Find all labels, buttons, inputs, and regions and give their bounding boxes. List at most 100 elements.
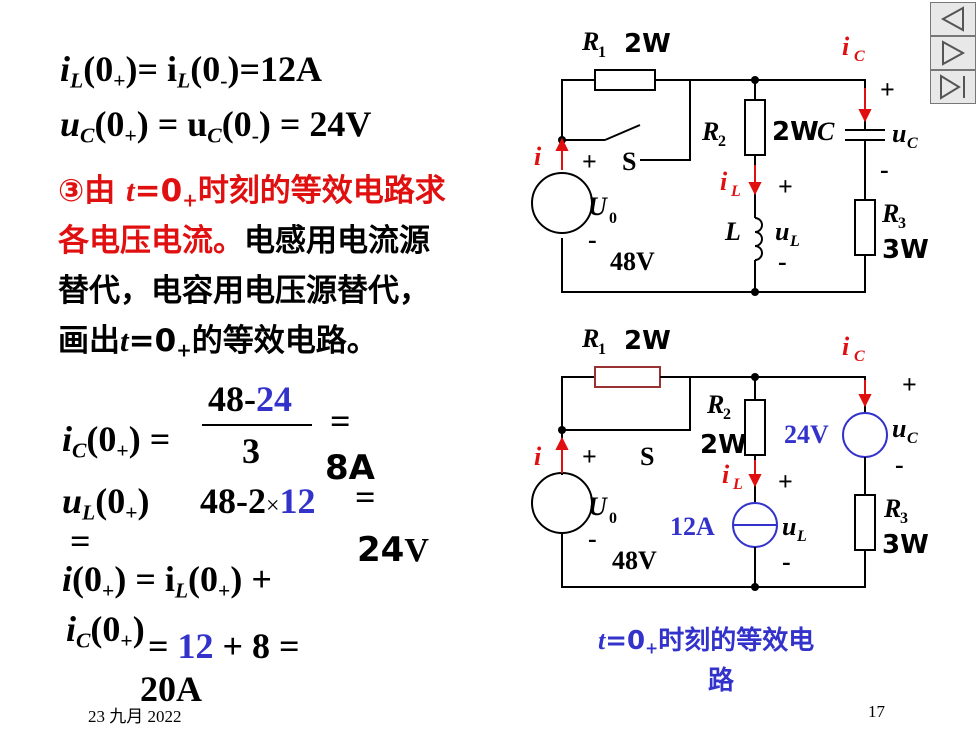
svg-text:24V: 24V [784,420,829,449]
svg-text:C: C [817,117,835,146]
svg-text:-: - [782,547,791,576]
ul-result: 24V [357,530,429,570]
svg-text:-: - [880,155,889,184]
ic-result: 8A [325,448,375,488]
r1-resistor [594,69,656,91]
equivalent-circuit-caption-line2: 路 [708,666,735,696]
step-text-line1: ③由 t=0+时刻的等效电路求 [58,173,446,212]
svg-text:R: R [706,390,724,419]
r3-resistor [854,199,876,256]
svg-text:2W: 2W [700,430,747,460]
fraction-bar [202,424,312,426]
svg-text:2W: 2W [624,30,671,59]
r2-resistor [744,99,766,156]
svg-text:1: 1 [598,44,606,61]
svg-text:2: 2 [723,406,731,423]
svg-text:C: C [854,348,865,365]
svg-text:i: i [534,142,542,171]
skip-end-icon [940,74,965,100]
equivalent-circuit-caption: t=0+时刻的等效电 [598,626,815,658]
next-slide-button[interactable] [930,36,976,70]
svg-text:i: i [534,442,542,471]
step-text-line2: 各电压电流。电感用电流源 [58,223,430,259]
ic-fraction-numerator: 48-24 [208,379,292,419]
svg-text:48V: 48V [610,247,655,276]
svg-text:3: 3 [900,510,908,527]
triangle-right-icon [942,40,966,66]
svg-text:12A: 12A [670,512,715,541]
ic-fraction-denominator: 3 [242,431,260,471]
svg-text:0: 0 [609,510,617,527]
svg-text:2W: 2W [624,326,671,356]
svg-text:2W: 2W [772,117,819,147]
svg-text:L: L [724,217,741,246]
voltage-source-u0 [531,472,593,534]
voltage-source-24v [842,412,888,458]
ul-equation-lhs: uL(0+) [62,481,150,525]
i-sum: = 12 + 8 = [148,626,300,666]
i-result: 20A [140,669,202,709]
svg-text:L: L [789,233,800,250]
svg-text:C: C [854,48,865,65]
svg-text:L: L [730,183,741,200]
svg-text:i: i [720,167,728,196]
r2-resistor [744,399,766,456]
svg-text:R: R [581,325,599,353]
svg-text:-: - [588,524,597,553]
svg-text:-: - [778,247,787,276]
svg-text:u: u [892,414,906,443]
prev-slide-button[interactable] [930,2,976,36]
svg-text:+: + [778,172,793,201]
svg-text:R: R [883,494,901,523]
svg-text:L: L [732,476,743,493]
slide-number: 17 [868,702,885,721]
ic-equation-lhs: iC(0+) = [62,419,171,463]
svg-text:+: + [778,467,793,496]
svg-text:C: C [907,135,918,152]
svg-text:u: u [782,512,796,541]
r1-resistor [594,366,661,388]
il-initial-equation: iL(0+)= iL(0-)=12A [60,49,322,93]
ul-expression: 48-2×12 [200,481,316,521]
svg-text:U: U [588,192,608,221]
svg-text:+: + [880,75,895,104]
svg-text:2: 2 [718,133,726,150]
step-text-line4: 画出t=0+的等效电路。 [58,323,378,362]
step-text-line3: 替代，电容用电压源替代， [58,273,430,309]
svg-text:S: S [640,442,654,471]
svg-text:3W: 3W [882,235,929,265]
voltage-source-u0 [531,172,593,234]
r3-resistor [854,494,876,551]
svg-text:3: 3 [898,215,906,232]
svg-text:+: + [582,442,597,471]
svg-text:u: u [892,119,906,148]
svg-text:i: i [842,32,850,61]
last-slide-button[interactable] [930,70,976,104]
svg-text:+: + [902,370,917,399]
inductor [754,217,763,261]
svg-text:48V: 48V [612,546,657,575]
svg-text:U: U [588,492,608,521]
svg-text:i: i [842,332,850,361]
svg-text:-: - [895,450,904,479]
triangle-left-icon [940,6,964,32]
svg-text:C: C [907,430,918,447]
svg-text:u: u [775,217,789,246]
svg-text:+: + [582,147,597,176]
svg-text:0: 0 [609,210,617,227]
svg-text:i: i [722,460,730,489]
svg-text:R: R [881,199,899,228]
i-equation: i(0+) = iL(0+) + [62,559,272,603]
ic-term: iC(0+) [66,609,145,653]
svg-text:R: R [581,30,599,56]
svg-text:-: - [588,225,597,254]
slide-date: 23 九月 2022 [88,707,182,726]
ul-equals-wrapped: = [70,521,91,561]
ic-equals: = [330,401,351,441]
svg-text:3W: 3W [882,530,929,560]
svg-text:S: S [622,147,636,176]
svg-text:L: L [796,528,807,545]
svg-text:R: R [701,117,719,146]
